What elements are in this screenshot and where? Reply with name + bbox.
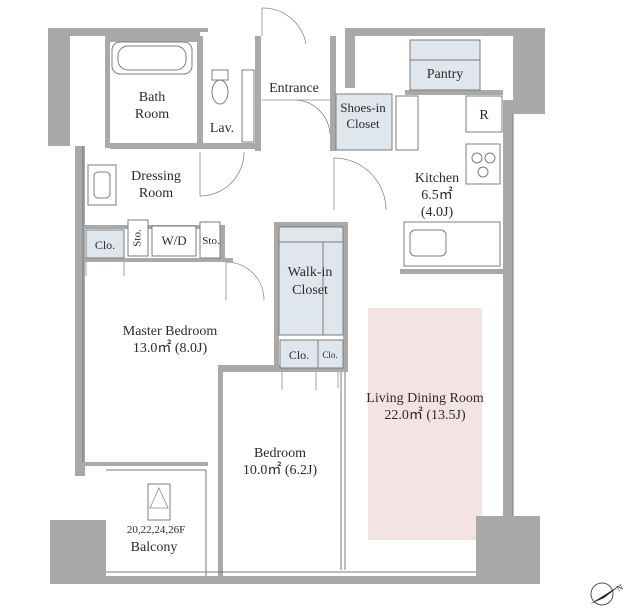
pantry-label: Pantry [427,67,464,82]
balcony-label: Balcony [131,540,178,555]
kitchen-label: Kitchen [415,171,459,186]
washer-dryer-label: W/D [161,233,186,248]
pantry-box [409,39,481,91]
dressing-room-door [199,151,245,197]
balcony-hatch [147,483,171,521]
compass: N [590,582,625,606]
entrance-label: Entrance [269,81,319,96]
closet-mid-2-label: Clo. [322,350,337,360]
toilet-bowl [211,79,229,105]
lav-counter [241,69,255,143]
kitchen-area: 6.5㎡ [421,187,453,203]
burner-2 [484,152,496,164]
balcony-floors-label: 20,22,24,26F [127,524,185,536]
compass-needle-icon [590,584,622,604]
hall-door [333,157,387,211]
shoes-cabinet [395,95,419,151]
dressing-room-label-1: Dressing [131,169,181,184]
interior-walls [83,36,503,577]
refrigerator-label: R [479,108,489,123]
bedroom-label: Bedroom [254,446,306,461]
walk-in-closet-label-1: Walk-in [288,265,333,280]
storage-1-label: Sto. [132,229,144,247]
sink [409,229,447,257]
living-room-highlight [368,308,482,540]
bath-room-label-2: Room [135,107,169,122]
storage-1-box [127,219,149,257]
living-dining-room-area: 22.0㎡ (13.5J) [384,407,466,423]
master-bedroom-door [225,261,265,301]
entrance-door [261,7,307,45]
walk-in-closet-box [278,226,344,336]
dressing-room-label-2: Room [139,186,173,201]
refrigerator-box [465,95,503,133]
bathtub-inner [117,45,187,71]
exterior-walls [48,28,545,584]
closet-mid-2-box [317,339,344,369]
balcony-hatch-arrow [149,487,169,509]
storage-2-box [199,221,221,259]
master-bedroom-label: Master Bedroom [123,324,218,339]
washer-dryer-box [151,225,197,257]
washbasin-bowl [93,171,111,199]
toilet-tank [211,69,229,81]
storage-2-label: Sto. [202,235,220,247]
master-bedroom-area: 13.0㎡ (8.0J) [133,340,208,356]
burner-1 [471,152,483,164]
lav-label: Lav. [210,121,234,136]
closet-left-door-swing [85,262,125,276]
burner-3 [477,166,489,178]
closet-left-label: Clo. [95,238,115,252]
shoes-in-closet-label-2: Closet [346,116,380,131]
bath-room-label-1: Bath [139,90,165,105]
shoes-in-closet-label-1: Shoes-in [340,100,386,115]
closet-mid-1-label: Clo. [289,348,309,362]
shoes-in-closet-box [335,93,393,151]
living-room-highlight-notch [368,486,452,540]
entrance-inner-door [294,99,331,135]
closet-left-box [85,229,125,259]
bedroom-area: 10.0㎡ (6.2J) [243,462,318,478]
stove [465,143,501,185]
living-dining-room-label: Living Dining Room [366,391,484,406]
kitchen-tatami: (4.0J) [421,205,454,220]
compass-label: N [615,582,625,593]
walk-in-closet-label-2: Closet [292,283,328,298]
closet-mid-door-swing [281,372,339,390]
